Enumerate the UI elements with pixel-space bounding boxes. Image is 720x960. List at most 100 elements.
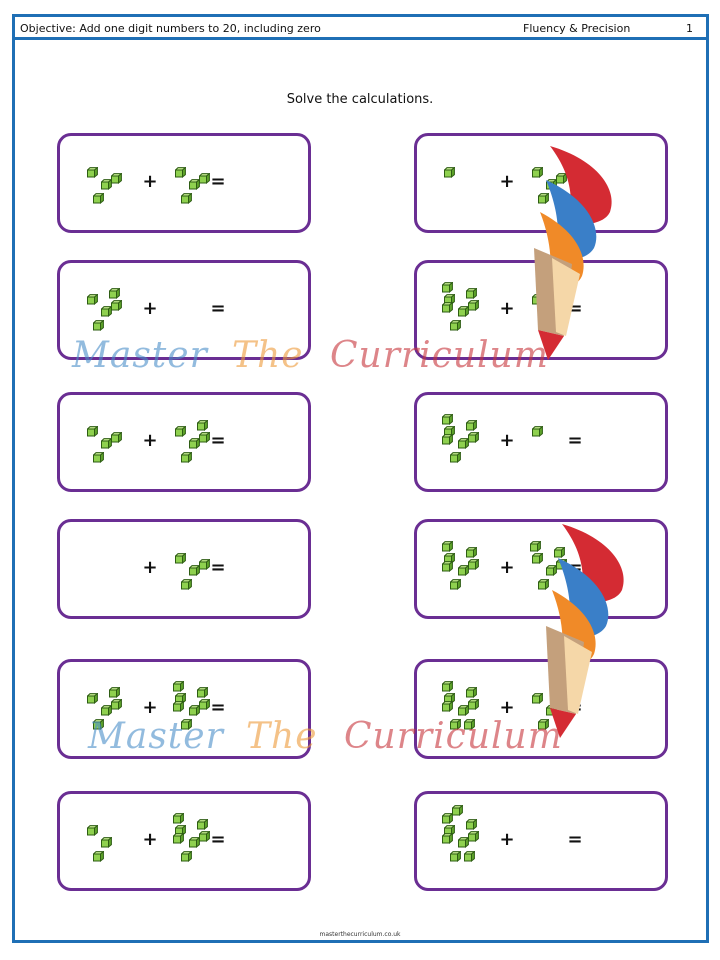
cube-icon <box>442 681 453 692</box>
cube-icon <box>466 420 477 431</box>
cube-icon <box>87 167 98 178</box>
cube-icon <box>109 687 120 698</box>
watermark-curriculum-1: Curriculum <box>330 335 549 376</box>
cube-icon <box>175 426 186 437</box>
flame-pencil-logo-icon <box>546 524 624 738</box>
calculation-card: += <box>414 519 668 619</box>
cube-icon <box>538 579 549 590</box>
cube-icon <box>468 831 479 842</box>
cube-icon <box>468 300 479 311</box>
cube-icon <box>173 681 184 692</box>
cube-icon <box>444 693 455 704</box>
cube-icon <box>101 306 112 317</box>
cube-icon <box>175 825 186 836</box>
cube-icon <box>554 547 565 558</box>
cube-icon <box>532 553 543 564</box>
cube-icon <box>87 426 98 437</box>
plus-sign: + <box>142 557 158 578</box>
cube-icon <box>468 432 479 443</box>
cube-icon <box>93 193 104 204</box>
cube-icon <box>530 541 541 552</box>
cube-icon <box>442 302 453 313</box>
plus-sign: + <box>499 697 515 718</box>
watermark-master-1: Master <box>72 335 208 376</box>
cube-icon <box>189 179 200 190</box>
cube-icon <box>444 167 455 178</box>
equals-sign: = <box>210 298 226 319</box>
cube-icon <box>199 432 210 443</box>
cube-icon <box>101 438 112 449</box>
cube-icon <box>173 701 184 712</box>
cube-icon <box>181 851 192 862</box>
cube-icon <box>442 414 453 425</box>
cube-icon <box>111 432 122 443</box>
page-number: 1 <box>686 22 693 35</box>
cube-icon <box>458 837 469 848</box>
cube-icon <box>532 426 543 437</box>
cube-icon <box>444 294 455 305</box>
calculation-card: += <box>57 392 311 492</box>
calculation-card: += <box>414 392 668 492</box>
cube-icon <box>442 282 453 293</box>
calculation-card: += <box>414 791 668 891</box>
cube-icon <box>452 805 463 816</box>
cube-icon <box>450 320 461 331</box>
cube-icon <box>199 831 210 842</box>
cube-icon <box>93 320 104 331</box>
cube-icon <box>466 819 477 830</box>
cube-icon <box>199 173 210 184</box>
equals-sign: = <box>210 829 226 850</box>
cube-icon <box>111 699 122 710</box>
cube-icon <box>442 434 453 445</box>
plus-sign: + <box>499 829 515 850</box>
cube-icon <box>189 438 200 449</box>
cube-icon <box>181 452 192 463</box>
cube-icon <box>197 687 208 698</box>
plus-sign: + <box>142 298 158 319</box>
cube-icon <box>468 559 479 570</box>
cube-icon <box>189 705 200 716</box>
cube-icon <box>464 719 475 730</box>
cube-icon <box>181 193 192 204</box>
flame-pencil-logo-icon <box>534 146 612 360</box>
cube-icon <box>111 173 122 184</box>
plus-sign: + <box>142 697 158 718</box>
cube-icon <box>197 819 208 830</box>
plus-sign: + <box>499 557 515 578</box>
plus-sign: + <box>142 829 158 850</box>
cube-icon <box>173 813 184 824</box>
equals-sign: = <box>567 430 583 451</box>
cube-icon <box>450 851 461 862</box>
cube-icon <box>87 825 98 836</box>
cube-icon <box>189 837 200 848</box>
cube-icon <box>93 719 104 730</box>
plus-sign: + <box>142 430 158 451</box>
cube-icon <box>538 193 549 204</box>
equals-sign: = <box>210 697 226 718</box>
cube-icon <box>466 288 477 299</box>
watermark-master-2: Master <box>88 716 224 757</box>
cube-icon <box>450 579 461 590</box>
equals-sign: = <box>210 171 226 192</box>
cube-icon <box>546 565 557 576</box>
calculation-card: += <box>57 519 311 619</box>
plus-sign: + <box>499 298 515 319</box>
cube-icon <box>442 561 453 572</box>
calculation-card: += <box>57 659 311 759</box>
watermark-the-2: The <box>246 716 318 757</box>
footer-url: masterthecurriculum.co.uk <box>319 931 401 938</box>
cube-icon <box>538 719 549 730</box>
cube-icon <box>111 300 122 311</box>
cube-icon <box>466 547 477 558</box>
cube-icon <box>442 833 453 844</box>
calculation-card: += <box>414 133 668 233</box>
cube-icon <box>93 851 104 862</box>
cube-icon <box>87 693 98 704</box>
cube-icon <box>466 687 477 698</box>
cube-icon <box>450 719 461 730</box>
instruction-text: Solve the calculations. <box>286 92 434 107</box>
plus-sign: + <box>142 171 158 192</box>
cube-icon <box>444 553 455 564</box>
cube-icon <box>199 559 210 570</box>
cube-icon <box>175 167 186 178</box>
